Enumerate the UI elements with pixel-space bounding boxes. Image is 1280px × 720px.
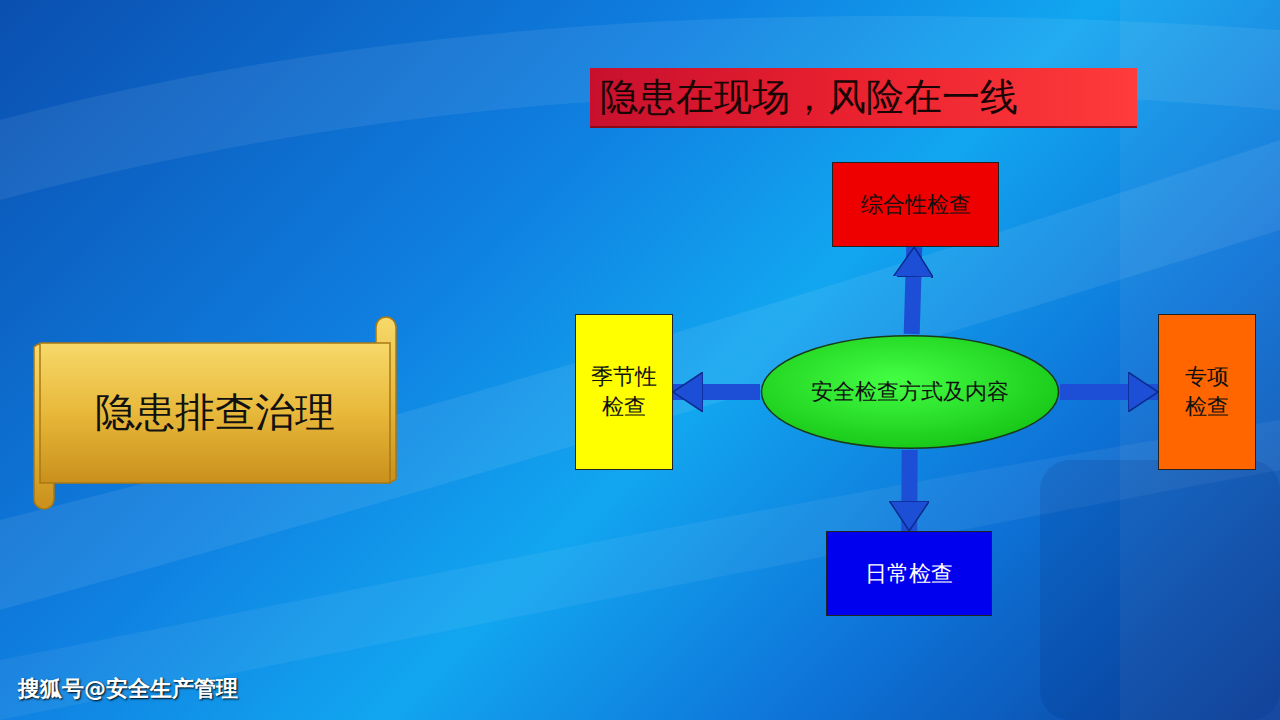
node-label: 安全检查方式及内容 (811, 377, 1009, 407)
process-box: 季节性 检查 (575, 314, 673, 470)
node-label: 专项 检查 (1169, 362, 1245, 421)
watermark: 搜狐号@安全生产管理 (18, 674, 238, 704)
node-label: 综合性检查 (861, 190, 971, 220)
block-arrow (901, 450, 917, 531)
scroll-curls (34, 317, 396, 509)
node-label: 日常检查 (865, 559, 953, 589)
scroll-banner: 隐患排查治理 (40, 343, 390, 483)
block-arrow (1060, 384, 1158, 400)
block-arrow (912, 247, 915, 334)
process-box: 日常检查 (826, 531, 992, 616)
process-box: 综合性检查 (832, 162, 999, 247)
title: 隐患在现场，风险在一线 (600, 72, 1018, 123)
block-arrow (673, 384, 760, 400)
node-label: 季节性 检查 (586, 362, 662, 421)
title-banner: 隐患在现场，风险在一线 (590, 68, 1137, 128)
process-box: 专项 检查 (1158, 314, 1256, 470)
node-label: 隐患排查治理 (95, 386, 335, 440)
center-ellipse: 安全检查方式及内容 (760, 334, 1060, 450)
